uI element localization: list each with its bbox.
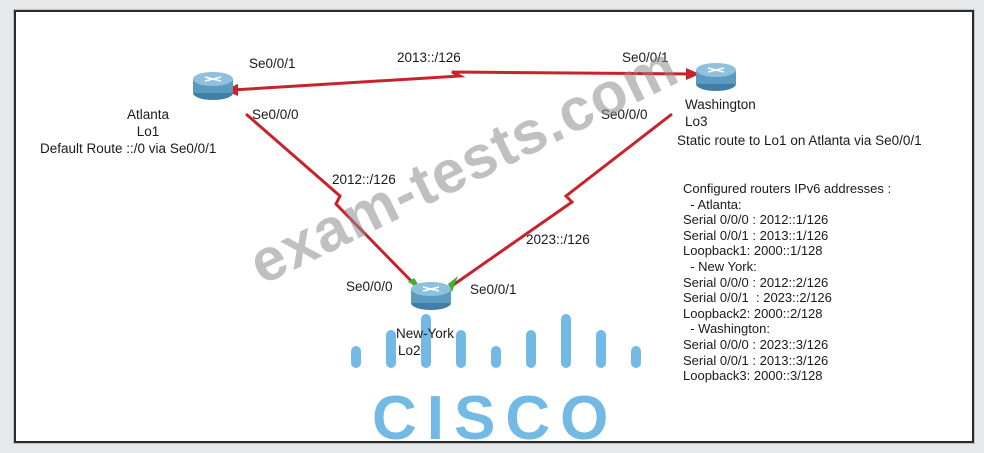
arrow-washington-icon [686,68,700,80]
newyork-name: New-York [396,326,455,341]
atlanta-name: Atlanta [126,107,170,122]
newyork-loopback: Lo2 [398,343,421,358]
ipv6-panel-title: Configured routers IPv6 addresses : [683,181,892,196]
atlanta-route-note: Default Route ::/0 via Se0/0/1 [40,141,217,156]
ipv6-line: Loopback1: 2000::1/128 [683,243,823,259]
ipv6-line: Serial 0/0/0 : 2023::3/126 [683,336,829,352]
cisco-logo-bars [351,314,641,368]
link-atl-wash-prefix: 2013::/126 [397,50,461,65]
router-newyork-icon[interactable] [411,282,451,310]
link-wash-ny-prefix: 2023::/126 [526,232,590,247]
atlanta-loopback: Lo1 [136,124,160,139]
washington-route-note: Static route to Lo1 on Atlanta via Se0/0… [677,133,922,148]
newyork-se000-label: Se0/0/0 [346,279,393,294]
washington-name: Washington [685,97,756,112]
ipv6-line: Serial 0/0/1 : 2013::3/126 [683,352,829,368]
newyork-se001-label: Se0/0/1 [470,282,517,297]
ipv6-address-panel: Configured routers IPv6 addresses : - At… [683,181,891,384]
ipv6-line: Loopback2: 2000::2/128 [683,305,823,321]
ipv6-line: - Atlanta: [683,196,742,212]
ipv6-line: - New York: [683,258,757,274]
ipv6-line: Serial 0/0/0 : 2012::2/126 [683,274,829,290]
ipv6-line: Serial 0/0/0 : 2012::1/126 [683,212,829,228]
washington-se001-label: Se0/0/1 [622,50,669,65]
router-washington-icon[interactable] [696,63,736,91]
atlanta-se001-label: Se0/0/1 [249,56,296,71]
ipv6-line: Serial 0/0/1 : 2023::2/126 [683,290,832,306]
diagram-frame [14,10,974,443]
link-atl-ny-prefix: 2012::/126 [332,172,396,187]
atlanta-se000-label: Se0/0/0 [252,107,299,122]
ipv6-line: Serial 0/0/1 : 2013::1/126 [683,227,829,243]
ipv6-line: - Washington: [683,321,770,337]
washington-se000-label: Se0/0/0 [601,107,648,122]
router-atlanta-icon[interactable] [193,72,233,100]
ipv6-line: Loopback3: 2000::3/128 [683,368,823,384]
cisco-logo-wordmark: CISCO [372,384,619,453]
washington-loopback: Lo3 [685,114,708,129]
